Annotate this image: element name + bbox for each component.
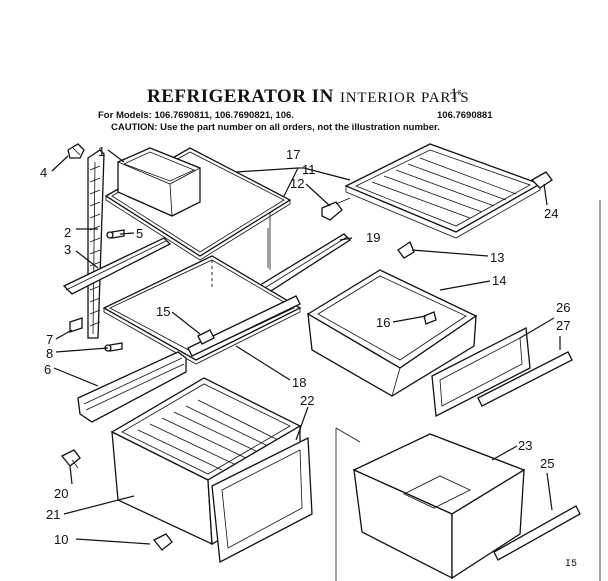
callout-5: 5	[136, 226, 143, 241]
callout-18: 18	[292, 375, 306, 390]
callout-24: 24	[544, 206, 558, 221]
callout-11: 11	[302, 162, 316, 177]
leader-lines	[51, 149, 561, 545]
callout-4: 4	[40, 165, 47, 180]
part-3-bar	[62, 237, 172, 295]
part-24-bracket	[530, 171, 553, 189]
callout-6: 6	[44, 362, 51, 377]
callout-19: 19	[366, 230, 380, 245]
part-11-right-shelf	[344, 143, 542, 239]
callout-14: 14	[492, 273, 506, 288]
part-8-screw	[104, 342, 123, 352]
callout-1: 1	[98, 144, 105, 159]
models-line-tail: 106.7690881	[437, 110, 493, 121]
callout-16: 16	[376, 315, 390, 330]
part-27-trim	[477, 351, 573, 407]
part-4-cap	[67, 143, 85, 159]
callout-27: 27	[556, 318, 570, 333]
part-22-drawer-front	[211, 436, 313, 564]
callout-7: 7	[46, 332, 53, 347]
part-14-crisper-cover	[306, 269, 478, 397]
diagram-title-tail: 1ˢ	[450, 86, 462, 103]
callout-23: 23	[518, 438, 532, 453]
part-16-clip	[423, 311, 437, 325]
callout-8: 8	[46, 346, 53, 361]
part-1-ladder-rail	[87, 149, 105, 339]
callout-12: 12	[290, 176, 304, 191]
callout-2: 2	[64, 225, 71, 240]
callout-13: 13	[490, 250, 504, 265]
part-25-trim	[493, 505, 581, 561]
callout-17: 17	[286, 147, 300, 162]
part-5-screw	[106, 229, 125, 239]
part-26-drawer-front	[431, 326, 531, 418]
part-15-front-trim	[187, 295, 301, 357]
callout-22: 22	[300, 393, 314, 408]
part-18-middle-shelf	[102, 255, 302, 365]
callout-21: 21	[46, 507, 60, 522]
part-13-bracket	[397, 241, 415, 259]
part-20-roller	[60, 449, 81, 469]
part-23-right-drawer	[352, 433, 526, 580]
frame-lines	[335, 200, 601, 581]
diagram-title-subtitle: INTERIOR PARTS	[340, 90, 470, 106]
callout-25: 25	[540, 456, 554, 471]
callout-10: 10	[54, 532, 68, 547]
corner-mark: I5	[565, 559, 578, 570]
part-7-clip	[69, 317, 83, 333]
callout-15: 15	[156, 304, 170, 319]
part-12-bracket	[321, 197, 351, 221]
part-1-basket	[117, 147, 201, 217]
models-line: For Models: 106.7690811, 106.7690821, 10…	[98, 110, 294, 121]
part-6-rail	[77, 351, 187, 423]
part-10-roller	[152, 533, 173, 551]
callout-26: 26	[556, 300, 570, 315]
callout-numbers: 1 2 3 4 5 6 7 8 10 11 12 13 14 15 16 17 …	[40, 144, 570, 547]
caution-note: CAUTION: Use the part number on all orde…	[111, 122, 440, 133]
diagram-title: REFRIGERATOR IN	[147, 86, 334, 107]
callout-20: 20	[54, 486, 68, 501]
callout-3: 3	[64, 242, 71, 257]
